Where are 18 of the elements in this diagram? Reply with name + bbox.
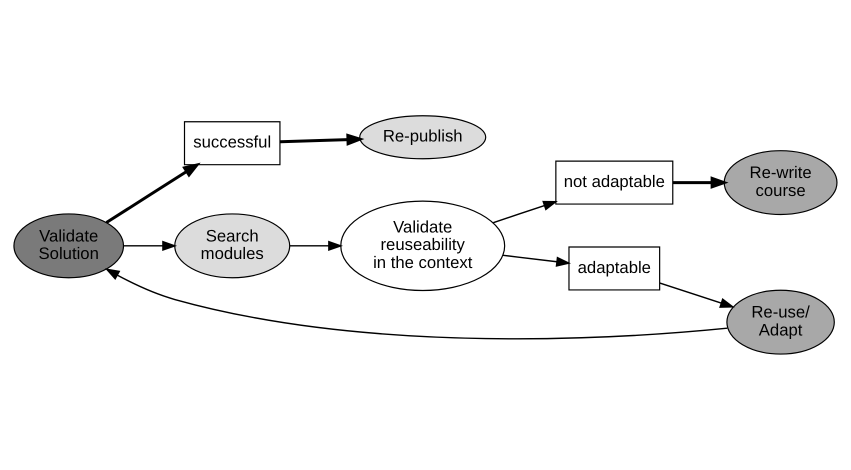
arrow bbox=[502, 254, 571, 267]
node-ellipse: Re-publish bbox=[359, 115, 486, 160]
arrow bbox=[290, 240, 343, 251]
node-ellipse: Search modules bbox=[174, 213, 290, 278]
arrow bbox=[280, 133, 364, 146]
node-box: adaptable bbox=[568, 246, 660, 291]
node-ellipse: Validate reuseability in the context bbox=[340, 200, 506, 292]
node-box: successful bbox=[184, 121, 281, 166]
arrow bbox=[106, 162, 201, 224]
arrow bbox=[104, 268, 728, 340]
node-ellipse: Re-use/ Adapt bbox=[726, 290, 835, 355]
node-box: not adaptable bbox=[555, 160, 674, 205]
node-ellipse: Validate Solution bbox=[13, 213, 124, 278]
arrow bbox=[124, 240, 178, 251]
arrow bbox=[660, 282, 735, 308]
node-ellipse: Re-write course bbox=[724, 150, 838, 216]
arrow bbox=[672, 176, 729, 189]
arrow bbox=[493, 200, 558, 224]
